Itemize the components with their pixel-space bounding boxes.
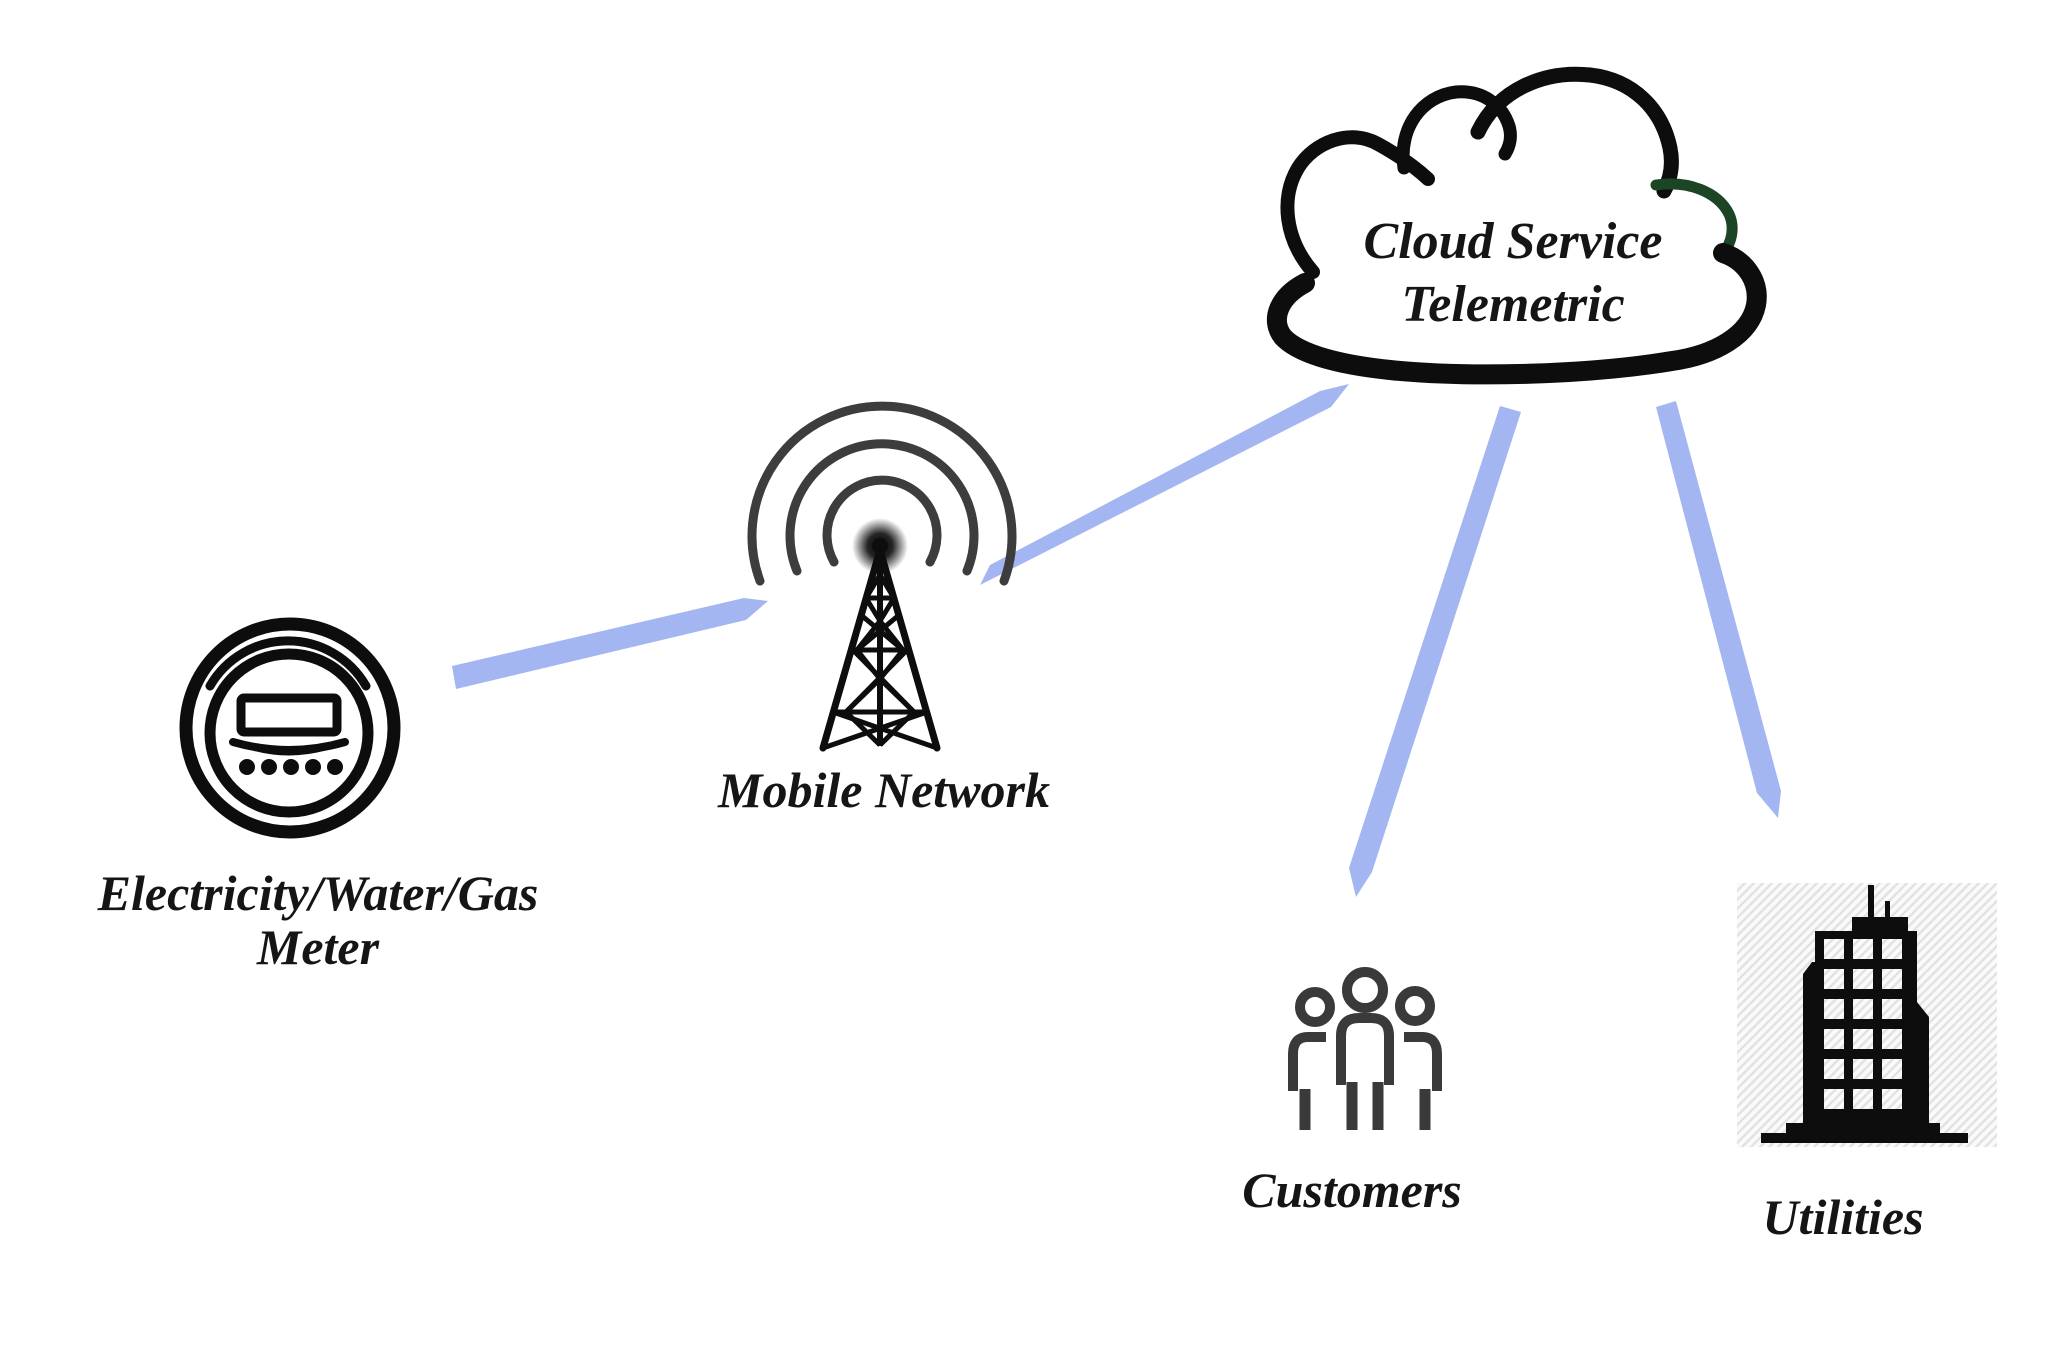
cloud-bottom-sweep	[1266, 243, 1767, 385]
cloud-label-line1: Cloud Service	[1363, 213, 1663, 270]
tower-brace-3	[851, 648, 916, 714]
connector-cloud-to-utilities	[1656, 401, 1781, 818]
person-head-center	[1342, 967, 1388, 1013]
tower-brace-5	[832, 709, 938, 751]
connector-cloud-to-customers	[1349, 406, 1521, 897]
radio-waves-icon	[747, 401, 1017, 586]
meter-label: Electricity/Water/Gas Meter	[98, 866, 539, 974]
meter-inner-ring	[204, 648, 374, 818]
meter-dot	[239, 759, 255, 775]
building-base-step	[1786, 1123, 1940, 1133]
connector-mobile-to-cloud	[980, 384, 1349, 585]
building-silhouette	[1803, 885, 1929, 1123]
tower-brace-4	[844, 648, 909, 714]
radio-wave-middle	[785, 439, 979, 576]
tower-brace-1	[859, 613, 905, 652]
person-body-right	[1404, 1032, 1442, 1091]
meter-dot	[261, 759, 277, 775]
radio-wave-inner	[822, 475, 942, 567]
meter-top-arc	[205, 636, 371, 691]
meter-label-line1: Electricity/Water/Gas	[97, 865, 539, 921]
meter-display	[236, 693, 342, 737]
cloud-label-line2: Telemetric	[1401, 276, 1625, 333]
cloud-right-edge	[1650, 178, 1738, 259]
meter-dot	[327, 759, 343, 775]
person-body-center	[1336, 1013, 1394, 1085]
person-body-left	[1288, 1032, 1326, 1091]
meter-label-line2: Meter	[256, 919, 380, 975]
utilities-label-text: Utilities	[1762, 1189, 1924, 1245]
mobile-network-label: Mobile Network	[718, 763, 1050, 817]
person-head-right	[1395, 986, 1435, 1026]
cell-tower-icon	[747, 401, 1017, 752]
meter-smile-line-2	[249, 743, 329, 756]
tower-leg-right	[876, 546, 941, 752]
meter-dot	[305, 759, 321, 775]
tower-brace-6	[822, 709, 928, 751]
antenna-tip	[872, 538, 888, 554]
customers-label-text: Customers	[1242, 1162, 1462, 1218]
utilities-label: Utilities	[1762, 1190, 1923, 1244]
meter-dot	[283, 759, 299, 775]
radio-wave-outer	[747, 401, 1017, 586]
utility-meter-icon	[179, 617, 401, 839]
meter-dial-dots	[239, 759, 343, 775]
person-head-left	[1295, 987, 1335, 1027]
cloud-label: Cloud Service Telemetric	[1364, 210, 1663, 336]
connector-meter-to-mobile	[452, 598, 768, 689]
office-building-icon	[1737, 883, 1997, 1147]
meter-outer-ring	[179, 617, 401, 839]
cloud-shape	[1266, 66, 1767, 385]
customers-label: Customers	[1242, 1163, 1462, 1217]
cloud-mid-bump	[1396, 85, 1517, 175]
people-group-icon	[1288, 967, 1442, 1130]
tower-leg-left	[819, 546, 884, 752]
tower-lattice	[819, 546, 941, 752]
connectors	[452, 384, 1781, 897]
cloud-top-bump	[1470, 66, 1679, 199]
tower-brace-2	[855, 613, 901, 652]
building-ground-bar	[1761, 1133, 1968, 1143]
mobile-network-label-text: Mobile Network	[718, 762, 1050, 818]
